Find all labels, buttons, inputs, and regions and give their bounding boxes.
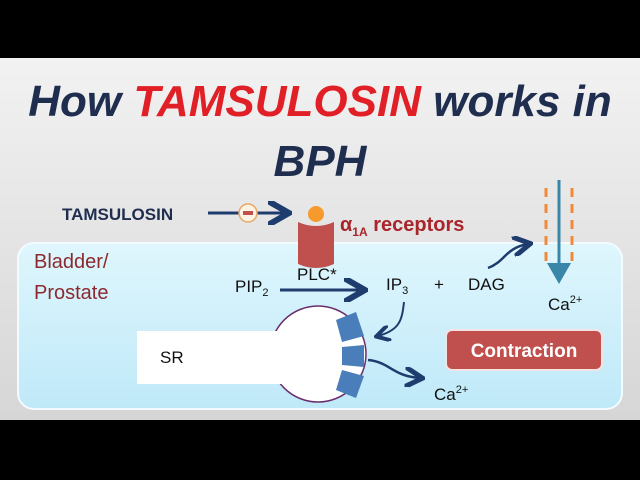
sr-body (137, 331, 315, 384)
sr-label: SR (160, 348, 184, 367)
calcium-release-arrow (367, 358, 420, 378)
top-bar (0, 0, 640, 58)
ip3-arrow (378, 301, 405, 336)
cell-label-line-2: Prostate (34, 282, 108, 304)
ip3-label: IP3 (386, 275, 408, 297)
dag-label: DAG (468, 275, 505, 294)
title-line-2: BPH (274, 137, 368, 186)
calcium-channel (544, 180, 574, 284)
drug-label: TAMSULOSIN (62, 205, 173, 224)
plc-label: PLC* (297, 265, 337, 284)
receptor-icon (298, 222, 334, 268)
calcium-influx-label: Ca2+ (548, 294, 582, 314)
cell-label-line-1: Bladder/ (34, 251, 109, 273)
ligand-icon (308, 206, 324, 222)
receptor-label: α1A receptors (340, 214, 464, 239)
title-line-1: How TAMSULOSIN works in (28, 77, 611, 126)
plus-sign: + (434, 275, 444, 294)
minus-icon (243, 211, 253, 215)
calcium-release-label: Ca2+ (434, 384, 468, 404)
contraction-box (445, 329, 603, 371)
dag-arrow (487, 244, 528, 270)
ip3-receptor-channel (336, 312, 364, 398)
bottom-bar (0, 420, 640, 480)
contraction-label: Contraction (471, 341, 578, 362)
pip2-label: PIP2 (235, 277, 269, 299)
